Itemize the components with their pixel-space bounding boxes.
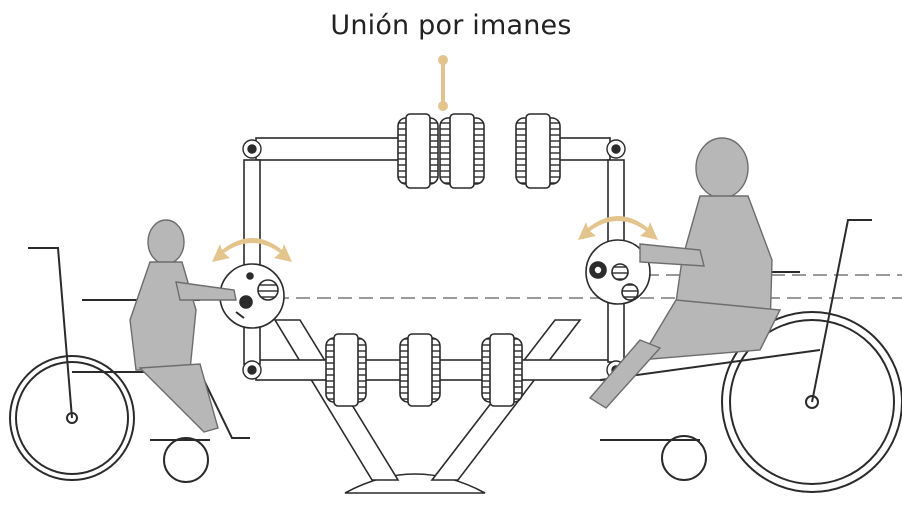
top-modules [397, 113, 561, 189]
right-control-dial [585, 239, 651, 305]
bottom-modules [325, 333, 523, 407]
diagram-title: Unión por imanes [330, 10, 572, 41]
rotation-arrow-icon [212, 216, 658, 262]
magnet-pointer [438, 55, 448, 111]
adult-user-figure [588, 137, 782, 409]
wheelchair-icon [599, 219, 902, 493]
child-user-figure [129, 219, 237, 433]
left-control-dial [219, 263, 285, 329]
wheelchair-icon [9, 247, 250, 483]
